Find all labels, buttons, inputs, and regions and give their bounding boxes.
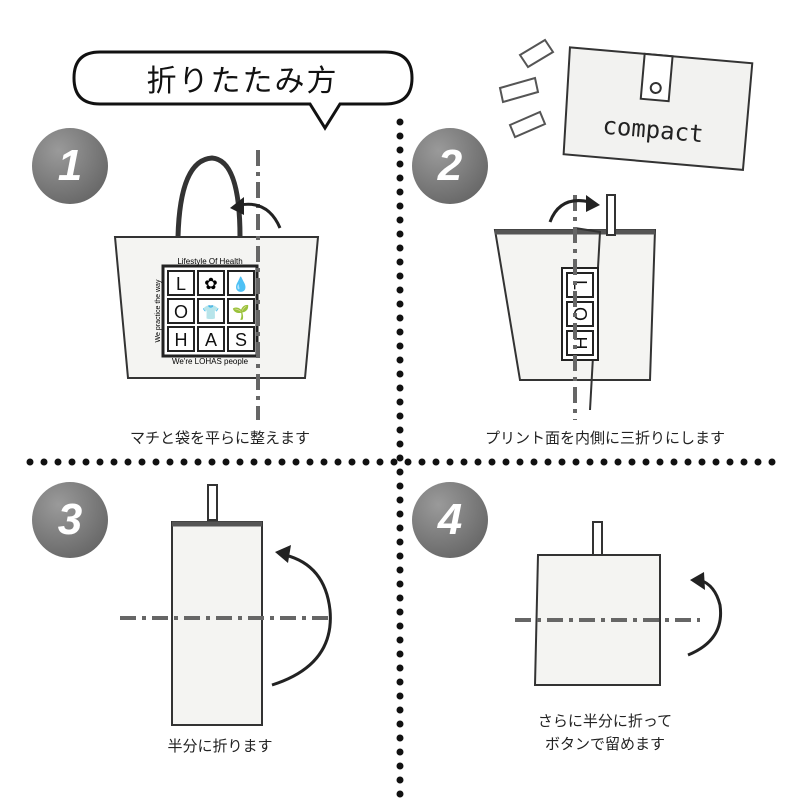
motion-lines-icon	[498, 38, 555, 139]
logo-bottom-text: We're LOHAS people	[172, 357, 249, 366]
step2-caption: プリント面を内側に三折りにします	[484, 429, 726, 447]
page-title: 折りたたみ方	[146, 64, 339, 99]
step4-caption-line1: さらに半分に折って	[537, 712, 673, 730]
logo-letter: S	[235, 330, 247, 350]
arrowhead-icon	[690, 572, 705, 590]
logo-letter: O	[174, 302, 188, 322]
step-number-badge: 4	[412, 482, 488, 558]
step3-folded-bag	[171, 484, 263, 726]
step2-logo-strip: L O H	[561, 267, 599, 361]
step3-caption: 半分に折ります	[167, 737, 273, 755]
drop-icon: 💧	[232, 276, 249, 293]
flower-icon: ✿	[204, 274, 217, 293]
logo-letter: H	[175, 330, 188, 350]
arrowhead-icon	[230, 197, 244, 215]
step-number-badge: 2	[412, 128, 488, 204]
logo-letter: L	[570, 280, 590, 290]
logo-letter: O	[570, 307, 590, 321]
step1-caption: マチと袋を平らに整えます	[129, 429, 311, 447]
step4-folded-bag	[533, 521, 661, 686]
logo-left-text: We practice the way	[155, 279, 162, 342]
logo-top-text: Lifestyle Of Health	[177, 257, 242, 266]
shirt-icon: 👕	[202, 305, 219, 321]
arrowhead-icon	[586, 195, 600, 212]
step-number-badge: 3	[32, 482, 108, 558]
step3-fold-arrow-icon	[271, 553, 332, 687]
lohas-logo: L O H A S ✿ 💧 👕 🌱 Lifestyle Of Health We…	[155, 257, 259, 366]
step2-fold-arrow-icon	[548, 199, 591, 223]
button-icon	[649, 81, 662, 94]
step1-fold-arrow-icon	[239, 202, 282, 229]
logo-letter: L	[176, 274, 186, 294]
logo-letter: A	[205, 330, 217, 350]
step4-fold-arrow-icon	[687, 578, 723, 657]
arrowhead-icon	[275, 545, 291, 563]
sprout-icon: 🌱	[232, 304, 249, 321]
title-speech-bubble	[72, 50, 414, 131]
step4-caption-line2: ボタンで留めます	[544, 735, 666, 753]
step-number-badge: 1	[32, 128, 108, 204]
compact-pouch: compact	[562, 46, 754, 171]
